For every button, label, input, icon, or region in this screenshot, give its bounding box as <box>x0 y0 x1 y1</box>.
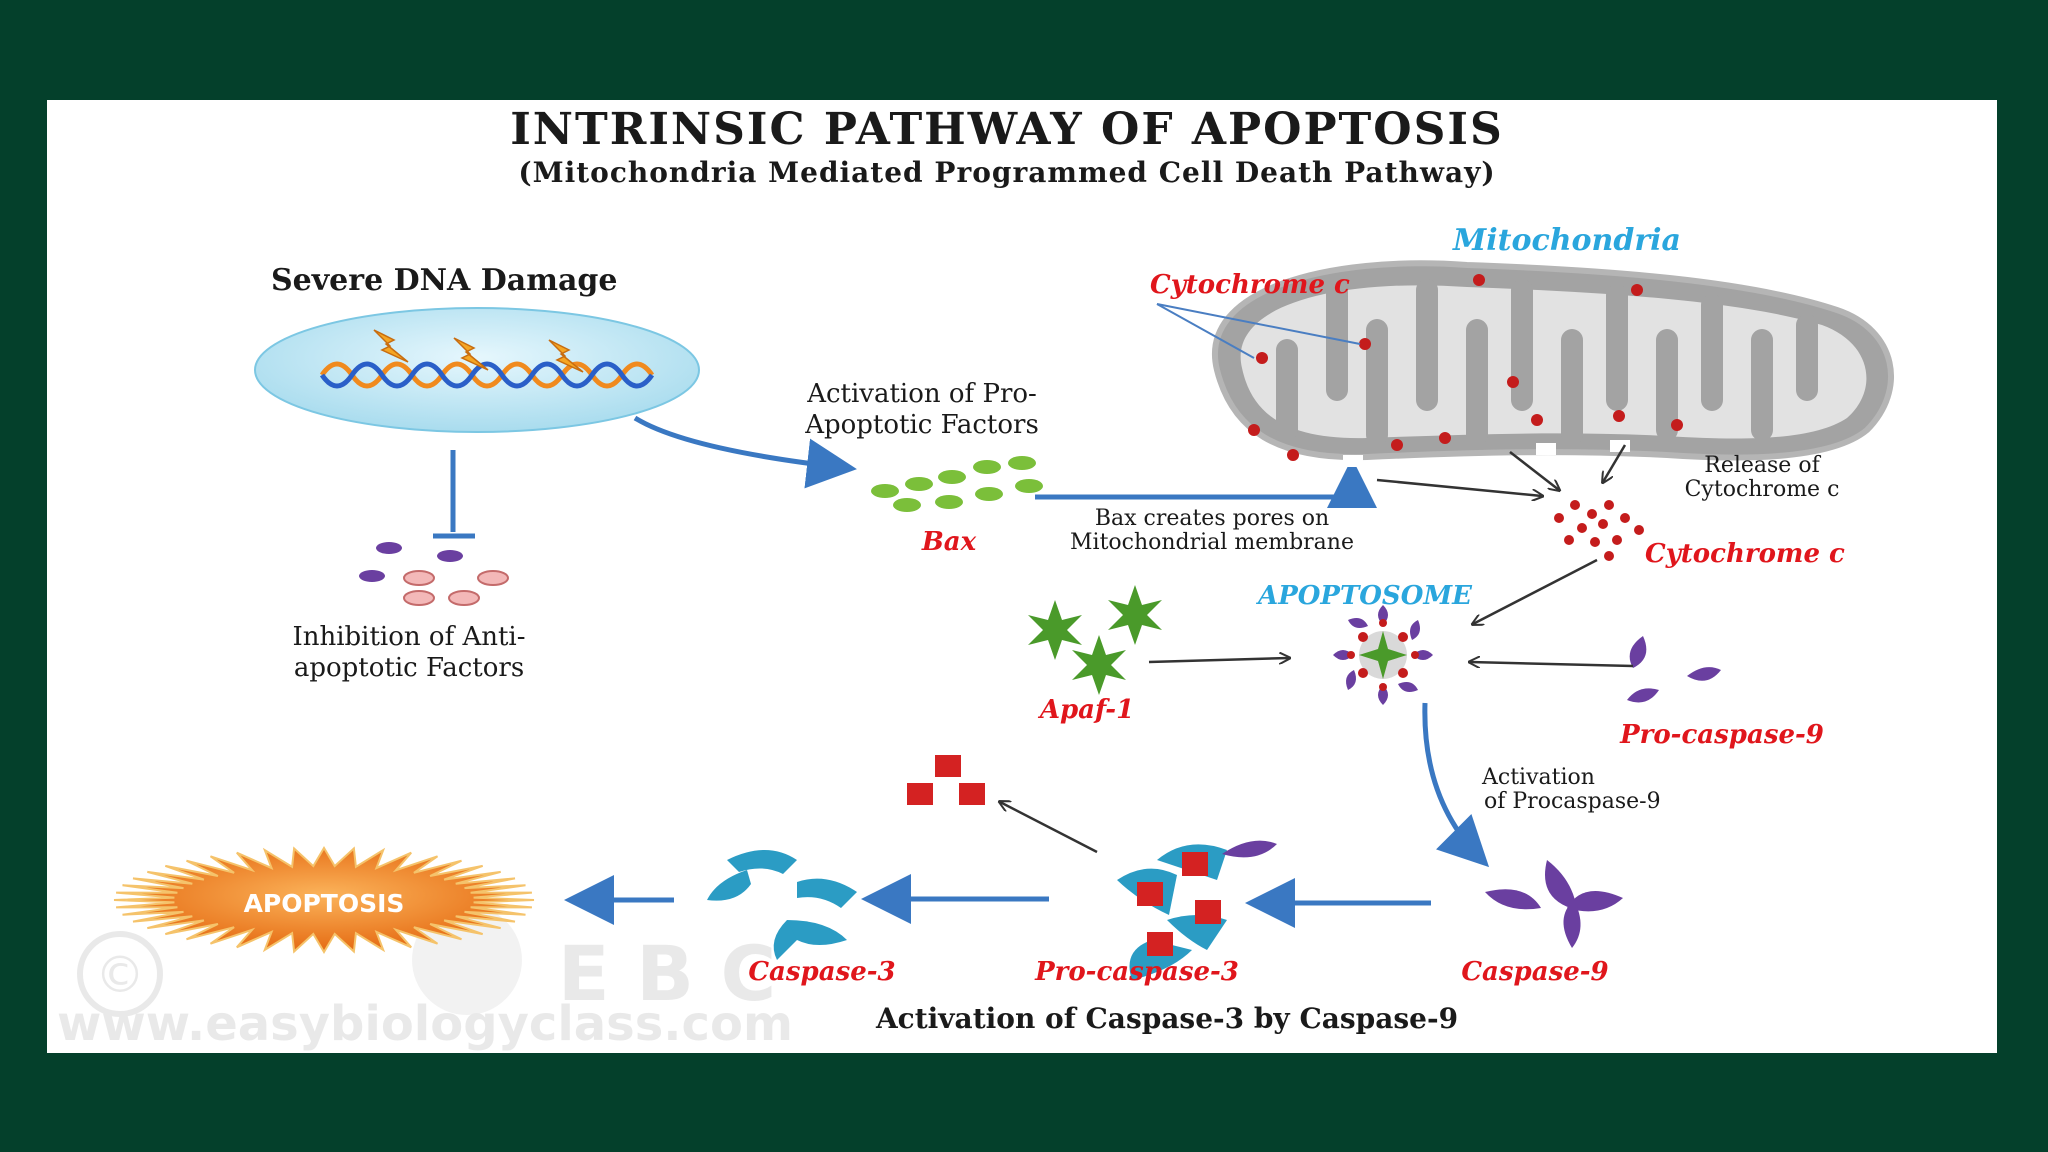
inhibition-label-line1: Inhibition of Anti- <box>292 622 525 652</box>
watermark: © E B C www.easybiologyclass.com <box>57 905 793 1052</box>
arrow-apaf-to-apoptosome <box>1148 658 1289 662</box>
caspase-9-label: Caspase-9 <box>1461 957 1608 987</box>
apoptosis-label: APOPTOSIS <box>244 889 405 918</box>
arrow-dna-to-bax <box>633 415 857 489</box>
pro-caspase-3-label: Pro-caspase-3 <box>1034 957 1239 987</box>
cytochrome-c-top-label: Cytochrome c <box>1150 270 1350 300</box>
activation-pro-label-line1: Activation of Pro- <box>806 379 1037 409</box>
arrow-procasp9-to-apoptosome <box>1470 662 1634 666</box>
cleaved-prodomain-fragments-icon <box>907 755 985 805</box>
bax-pores-label-line1: Bax creates pores on <box>1095 506 1329 531</box>
apaf-1-icon <box>1028 585 1162 695</box>
arrow-procasp3-to-fragments <box>1000 802 1098 854</box>
severe-dna-damage-label: Severe DNA Damage <box>271 263 617 298</box>
diagram-title: INTRINSIC PATHWAY OF APOPTOSIS <box>510 104 1504 155</box>
apoptosome-label: APOPTOSOME <box>1255 581 1473 611</box>
arrow-cytc-to-apoptosome <box>1473 558 1598 624</box>
bax-pores-label-line2: Mitochondrial membrane <box>1070 530 1354 555</box>
activation-procaspase9-label-line2: of Procaspase-9 <box>1484 789 1661 814</box>
apoptosis-burst-icon <box>113 846 535 954</box>
caspase-3-label: Caspase-3 <box>748 957 895 987</box>
caspase-9-icon <box>1485 860 1623 948</box>
dna-strand-icon <box>319 361 655 389</box>
cytochrome-c-released-label: Cytochrome c <box>1645 539 1845 569</box>
watermark-letters: E B C <box>558 929 777 1018</box>
diagram-canvas: INTRINSIC PATHWAY OF APOPTOSIS (Mitochon… <box>57 104 1894 1052</box>
watermark-copyright: © <box>95 946 145 1004</box>
arrow-release-1 <box>1376 478 1542 496</box>
apoptosome-icon <box>1333 605 1433 705</box>
inhibition-label-line2: apoptotic Factors <box>294 653 524 683</box>
pointer-line-2 <box>1156 303 1361 345</box>
bax-proteins-icon <box>871 456 1043 512</box>
diagram-subtitle: (Mitochondria Mediated Programmed Cell D… <box>518 156 1495 189</box>
bax-label: Bax <box>921 527 977 557</box>
activation-caspase3-caption: Activation of Caspase-3 by Caspase-9 <box>875 1002 1458 1035</box>
arrow-release-2 <box>1509 451 1559 490</box>
released-cytochrome-c-icon <box>1554 500 1644 561</box>
diagram-panel: INTRINSIC PATHWAY OF APOPTOSIS (Mitochon… <box>47 100 1997 1053</box>
lightning-damage-icons <box>373 329 584 373</box>
pro-caspase-9-label: Pro-caspase-9 <box>1619 720 1824 750</box>
apaf-1-label: Apaf-1 <box>1037 695 1134 725</box>
arrow-release-3 <box>1603 444 1627 482</box>
caspase-3-icon <box>707 850 857 960</box>
pro-caspase-9-icon <box>1627 636 1721 703</box>
watermark-url: www.easybiologyclass.com <box>57 996 793 1052</box>
arrow-apoptosome-to-caspase9 <box>1422 702 1490 868</box>
activation-procaspase9-label-line1: Activation <box>1481 765 1595 790</box>
activation-pro-label-line2: Apoptotic Factors <box>804 410 1039 440</box>
anti-apoptotic-factors-icon <box>359 542 509 606</box>
mitochondria-label: Mitochondria <box>1452 223 1681 258</box>
arrow-bax-to-mitochondria <box>1035 458 1377 508</box>
cytochrome-c-dots-mito <box>1248 274 1683 461</box>
pro-caspase-3-icon <box>1117 840 1277 980</box>
release-label-line1: Release of <box>1704 453 1821 478</box>
release-label-line2: Cytochrome c <box>1685 477 1840 502</box>
pointer-line-1 <box>1156 303 1255 359</box>
